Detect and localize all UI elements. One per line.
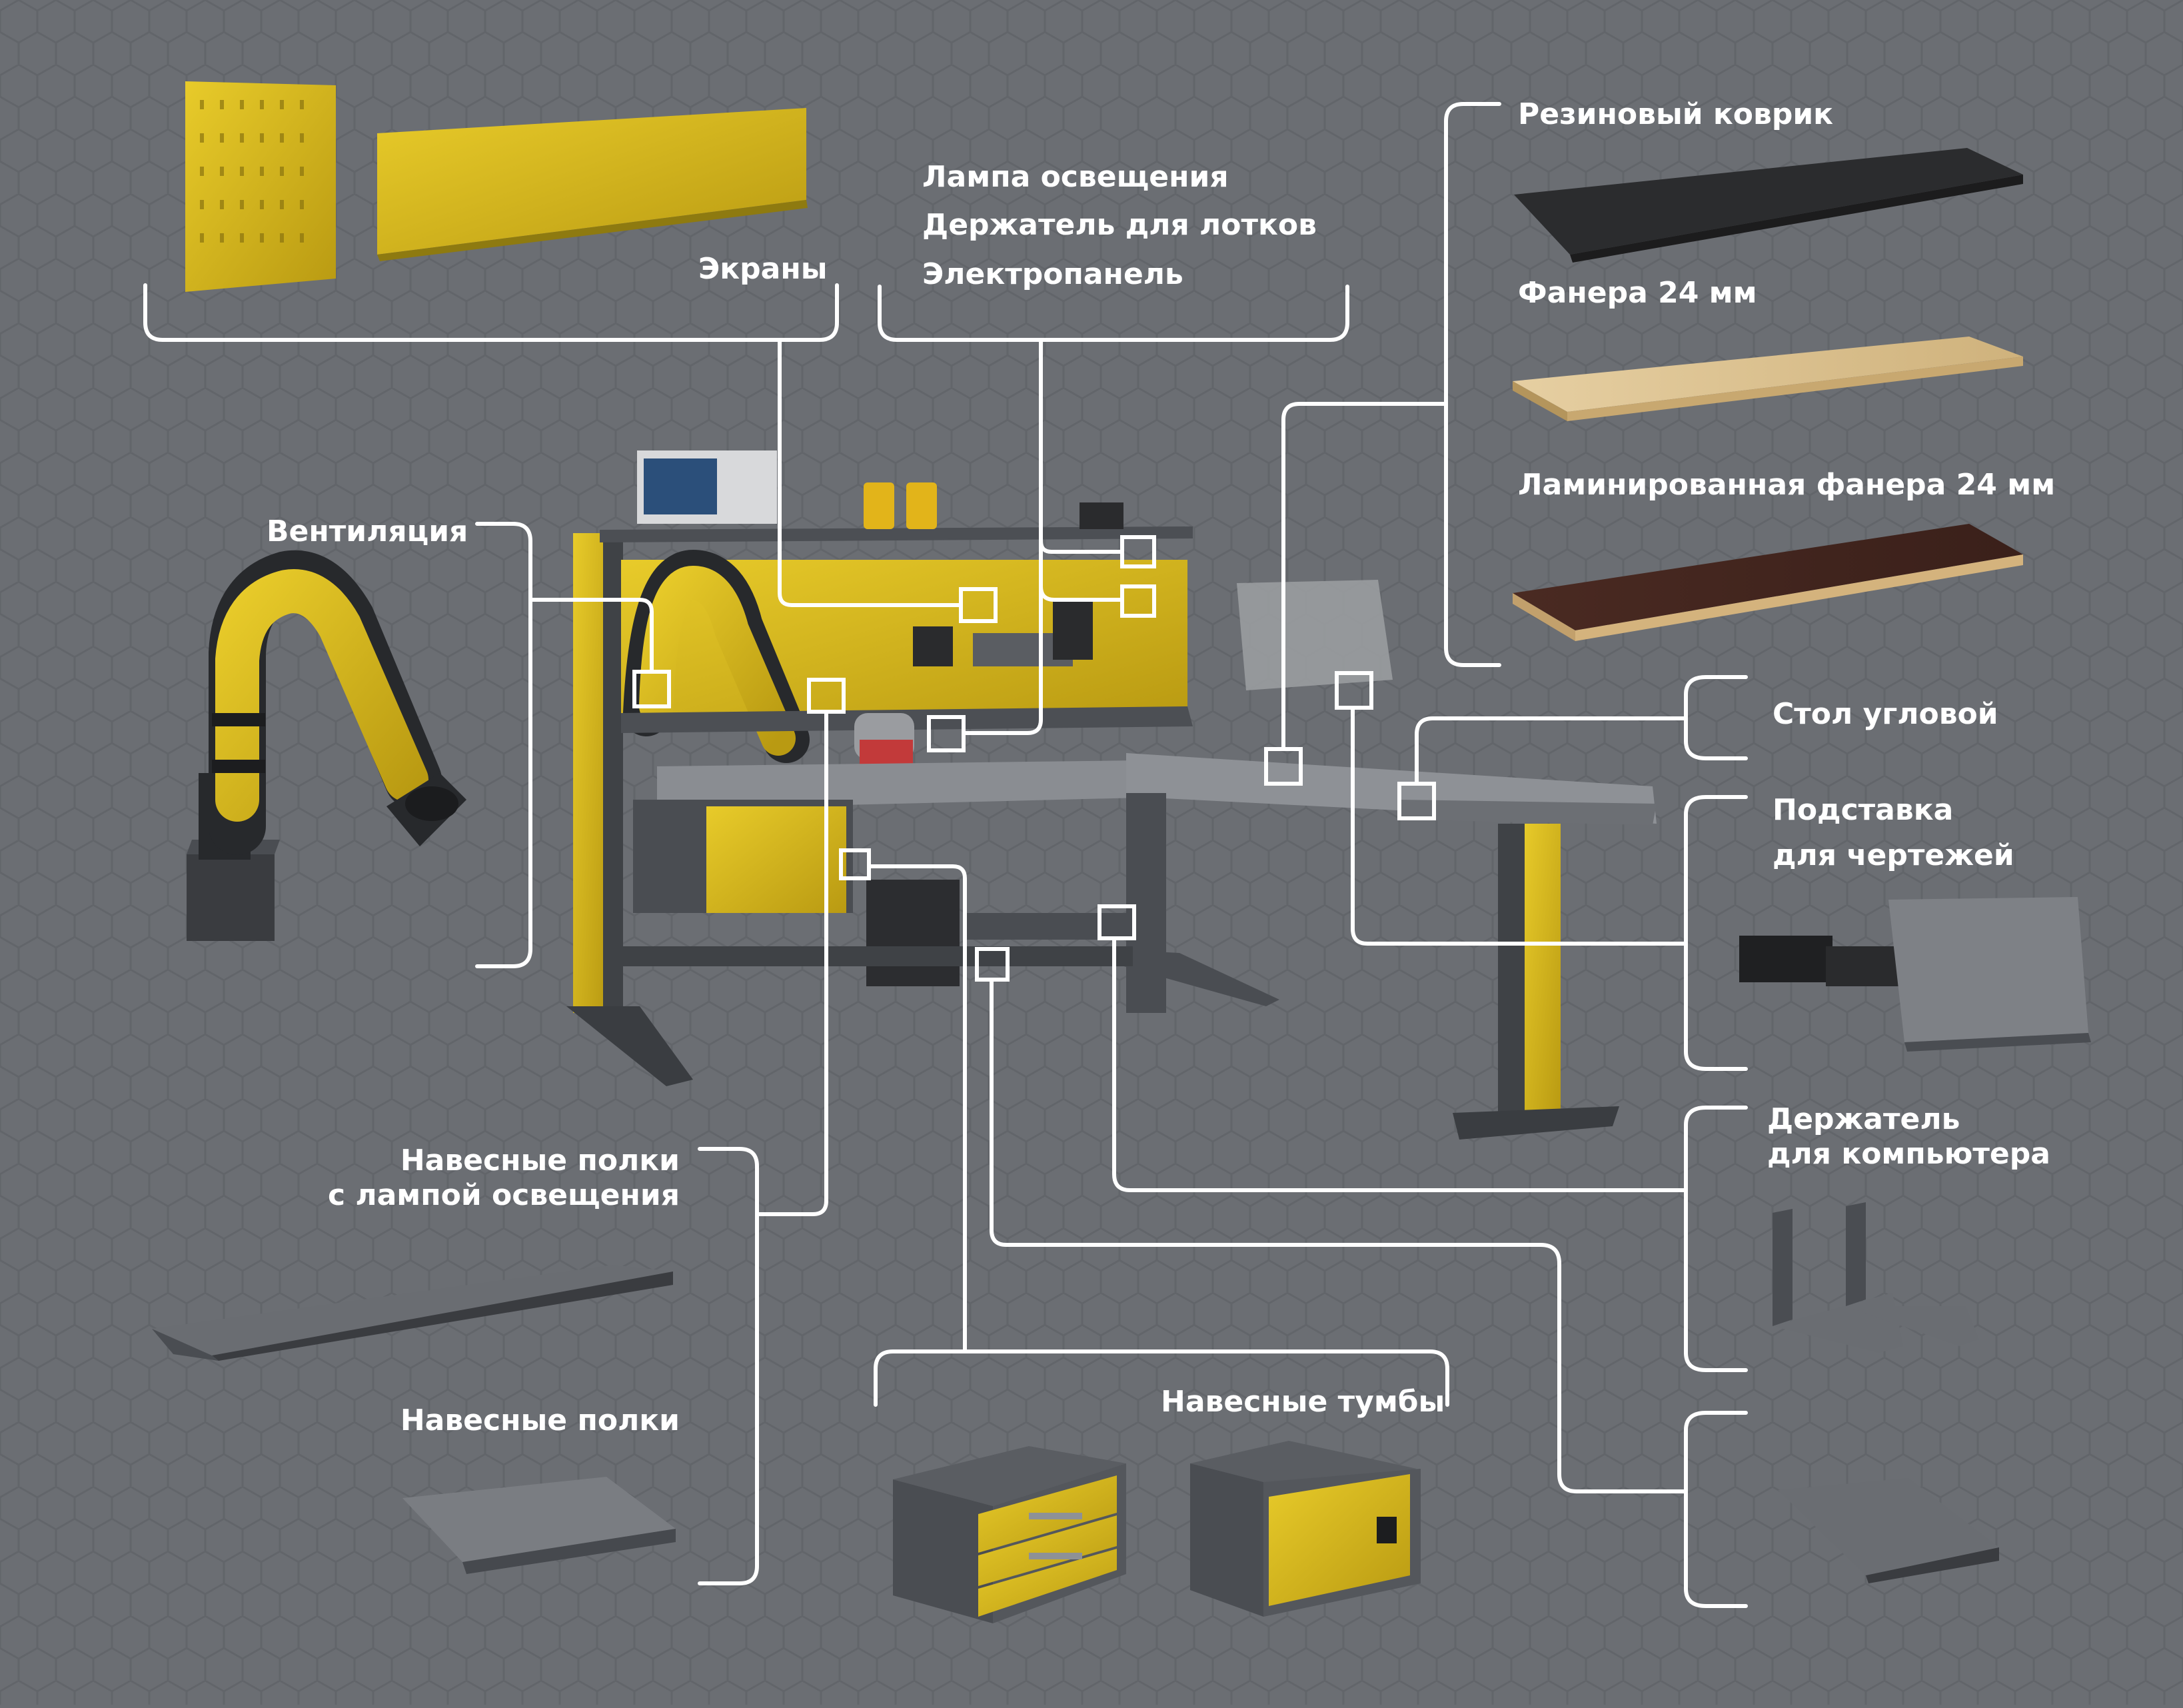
label-ventilation: Вентиляция [267,514,468,548]
label-computer-holder-1: Держатель [1767,1102,1960,1136]
label-rubber-mat: Резиновый коврик [1518,97,1833,131]
shelf-image [402,1477,676,1574]
drawing-stand-image [1739,897,2091,1052]
label-cabinets: Навесные тумбы [1161,1385,1445,1419]
label-corner-table: Стол угловой [1773,697,1998,731]
plywood-image [1513,337,2023,421]
door-cabinet-image [1190,1441,1421,1617]
label-tray-holder: Держатель для лотков [922,208,1317,242]
label-shelves-lamp-2: с лампой освещения [328,1178,680,1212]
label-drawing-stand-2: для чертежей [1773,838,2014,872]
label-plywood: Фанера 24 мм [1518,276,1757,310]
label-computer-holder-2: для компьютера [1767,1137,2050,1171]
computer-holder-image [1773,1202,1979,1353]
labels: Экраны Лампа освещения Держатель для лот… [267,97,2055,1437]
label-drawing-stand-1: Подставка [1773,793,1953,827]
label-screens: Экраны [698,252,828,286]
rubber-mat-image [1514,148,2023,263]
label-shelves-lamp-1: Навесные полки [400,1144,680,1178]
tray-image [1778,1478,1999,1583]
label-shelves: Навесные полки [400,1403,680,1437]
callout-markers [632,535,1436,982]
shelf-with-lamp-image [152,1265,673,1361]
laminated-plywood-image [1513,524,2023,641]
drawer-cabinet-image [893,1446,1126,1623]
screens-image [185,81,808,292]
label-power-panel: Электропанель [922,257,1183,291]
label-laminated-plywood: Ламинированная фанера 24 мм [1518,468,2055,502]
connector-lines [143,102,1748,1608]
ventilation-image [187,550,466,941]
label-lamp: Лампа освещения [922,160,1229,194]
